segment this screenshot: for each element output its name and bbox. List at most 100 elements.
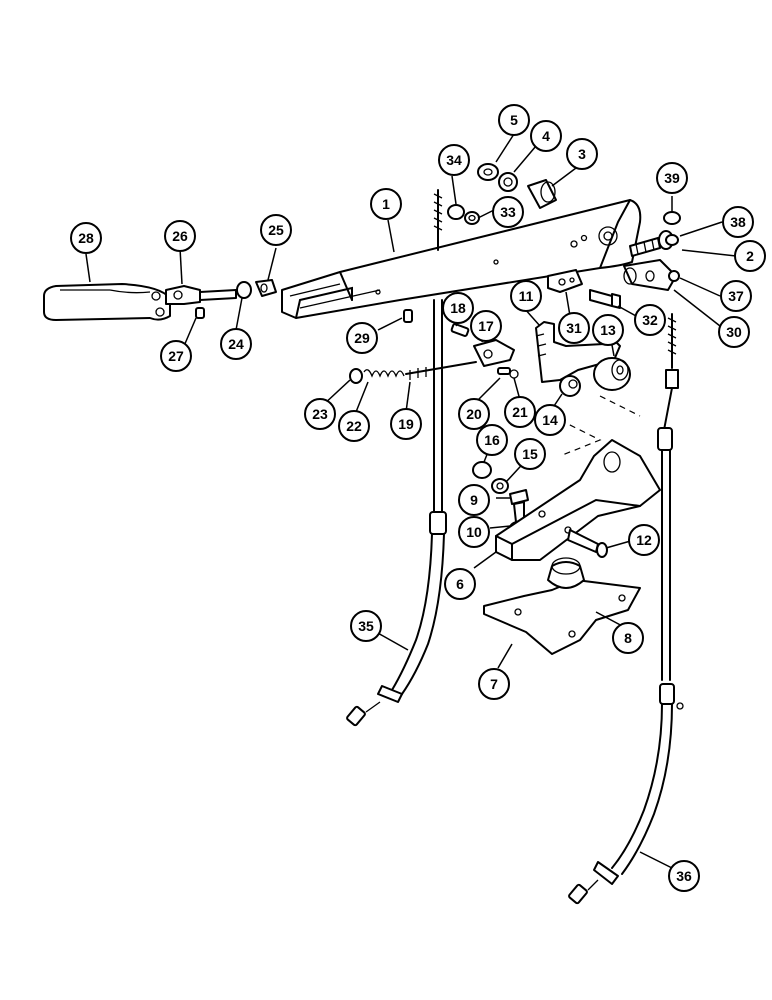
svg-text:12: 12 bbox=[636, 532, 652, 548]
svg-text:22: 22 bbox=[346, 418, 362, 434]
callout-21: 21 bbox=[504, 396, 536, 428]
cable-left bbox=[346, 299, 447, 727]
bush bbox=[255, 279, 277, 297]
bolt-assembly bbox=[629, 211, 681, 257]
callout-35: 35 bbox=[350, 610, 382, 642]
callout-17: 17 bbox=[470, 310, 502, 342]
svg-text:38: 38 bbox=[730, 214, 746, 230]
svg-text:27: 27 bbox=[168, 348, 184, 364]
rod-spring-assembly bbox=[349, 361, 477, 384]
callout-14: 14 bbox=[534, 404, 566, 436]
svg-text:5: 5 bbox=[510, 112, 518, 128]
clip bbox=[509, 369, 519, 379]
svg-text:11: 11 bbox=[519, 288, 534, 304]
svg-text:1: 1 bbox=[382, 196, 390, 212]
pin bbox=[450, 323, 470, 337]
callout-16: 16 bbox=[476, 424, 508, 456]
callout-33: 33 bbox=[492, 196, 524, 228]
callout-8: 8 bbox=[612, 622, 644, 654]
callout-27: 27 bbox=[160, 340, 192, 372]
pin bbox=[497, 367, 511, 375]
callout-18: 18 bbox=[442, 292, 474, 324]
svg-text:30: 30 bbox=[726, 324, 742, 340]
svg-text:36: 36 bbox=[676, 868, 692, 884]
callout-2: 2 bbox=[734, 240, 766, 272]
callout-32: 32 bbox=[634, 304, 666, 336]
callout-25: 25 bbox=[260, 214, 292, 246]
roller bbox=[593, 357, 631, 391]
svg-text:34: 34 bbox=[446, 152, 462, 168]
callout-7: 7 bbox=[478, 668, 510, 700]
callout-29: 29 bbox=[346, 322, 378, 354]
callout-9: 9 bbox=[458, 484, 490, 516]
svg-text:9: 9 bbox=[470, 492, 478, 508]
svg-text:2: 2 bbox=[746, 248, 754, 264]
svg-text:32: 32 bbox=[642, 312, 658, 328]
bolt bbox=[589, 289, 613, 307]
svg-text:14: 14 bbox=[542, 412, 558, 428]
pin bbox=[195, 307, 205, 319]
callout-3: 3 bbox=[566, 138, 598, 170]
svg-text:7: 7 bbox=[490, 676, 498, 692]
clevis bbox=[473, 339, 515, 367]
callout-6: 6 bbox=[444, 568, 476, 600]
callout-12: 12 bbox=[628, 524, 660, 556]
svg-text:31: 31 bbox=[566, 320, 582, 336]
svg-text:24: 24 bbox=[228, 336, 244, 352]
cable-end-fitting bbox=[623, 259, 680, 291]
nut bbox=[236, 281, 252, 299]
svg-text:33: 33 bbox=[500, 204, 516, 220]
svg-text:8: 8 bbox=[624, 630, 632, 646]
svg-text:35: 35 bbox=[358, 618, 374, 634]
callout-26: 26 bbox=[164, 220, 196, 252]
callout-20: 20 bbox=[458, 398, 490, 430]
svg-text:15: 15 bbox=[522, 446, 538, 462]
callout-13: 13 bbox=[592, 314, 624, 346]
callout-30: 30 bbox=[718, 316, 750, 348]
callout-34: 34 bbox=[438, 144, 470, 176]
svg-text:10: 10 bbox=[466, 524, 482, 540]
bolt bbox=[567, 529, 599, 553]
callout-10: 10 bbox=[458, 516, 490, 548]
svg-text:21: 21 bbox=[512, 404, 528, 420]
svg-text:6: 6 bbox=[456, 576, 464, 592]
svg-text:39: 39 bbox=[664, 170, 680, 186]
svg-text:37: 37 bbox=[728, 288, 744, 304]
clevis-rod bbox=[165, 285, 237, 305]
callout-11: 11 bbox=[510, 280, 542, 312]
svg-text:26: 26 bbox=[172, 228, 188, 244]
callout-24: 24 bbox=[220, 328, 252, 360]
callout-22: 22 bbox=[338, 410, 370, 442]
callout-1: 1 bbox=[370, 188, 402, 220]
callout-5: 5 bbox=[498, 104, 530, 136]
mounting-bracket bbox=[495, 439, 661, 561]
svg-text:23: 23 bbox=[312, 406, 328, 422]
callout-39: 39 bbox=[656, 162, 688, 194]
svg-text:29: 29 bbox=[354, 330, 370, 346]
callout-31: 31 bbox=[558, 312, 590, 344]
callout-4: 4 bbox=[530, 120, 562, 152]
callout-37: 37 bbox=[720, 280, 752, 312]
svg-text:20: 20 bbox=[466, 406, 482, 422]
callout-23: 23 bbox=[304, 398, 336, 430]
svg-text:13: 13 bbox=[600, 322, 616, 338]
cable-right bbox=[568, 313, 684, 905]
lever-arm bbox=[281, 199, 642, 319]
svg-text:18: 18 bbox=[450, 300, 466, 316]
svg-text:4: 4 bbox=[542, 128, 550, 144]
pin bbox=[403, 309, 413, 323]
callout-28: 28 bbox=[70, 222, 102, 254]
svg-text:28: 28 bbox=[78, 230, 94, 246]
svg-text:25: 25 bbox=[268, 222, 284, 238]
base-plate bbox=[483, 557, 641, 655]
callout-15: 15 bbox=[514, 438, 546, 470]
svg-text:16: 16 bbox=[484, 432, 500, 448]
callout-38: 38 bbox=[722, 206, 754, 238]
bracket-block bbox=[547, 269, 583, 293]
handle-grip bbox=[43, 283, 171, 321]
callout-36: 36 bbox=[668, 860, 700, 892]
svg-text:3: 3 bbox=[578, 146, 586, 162]
svg-text:17: 17 bbox=[478, 318, 494, 334]
callout-19: 19 bbox=[390, 408, 422, 440]
